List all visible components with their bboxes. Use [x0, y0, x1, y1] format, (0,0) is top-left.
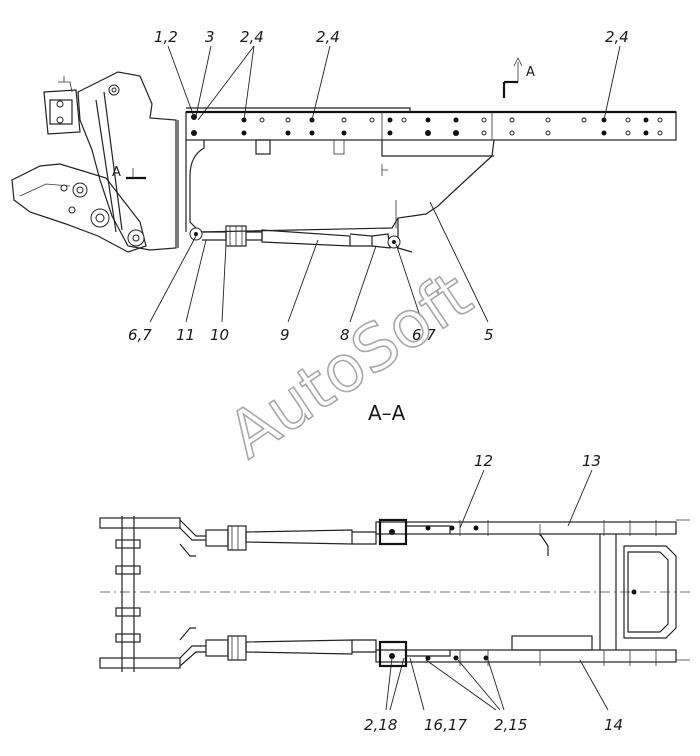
label-2-18: 2,18: [364, 716, 397, 734]
label-2-4-a: 2,4: [240, 28, 264, 46]
top-view-position-labels: 1,2 3 2,4 2,4 2,4 6,7 11 10 9 8 6,7 5: [128, 28, 629, 344]
label-2-4-b: 2,4: [316, 28, 340, 46]
section-view-position-labels: 12 13 2,18 16,17 2,15 14: [364, 452, 623, 734]
label-2-4-c: 2,4: [605, 28, 629, 46]
label-1-2: 1,2: [154, 28, 178, 46]
label-2-15: 2,15: [494, 716, 527, 734]
label-6-7-a: 6,7: [128, 326, 152, 344]
beam-bolt-holes: [191, 114, 663, 136]
section-title: A–A: [368, 401, 406, 425]
section-cut-marks: A A: [112, 57, 535, 180]
label-14: 14: [604, 716, 623, 734]
section-mark-letter-left: A: [112, 165, 121, 180]
label-16-17: 16,17: [424, 716, 467, 734]
main-frame-side-beam: [177, 107, 677, 253]
front-hitch-assembly: [11, 71, 177, 253]
section-view-assembly: [99, 516, 690, 672]
top-view-leader-lines: [149, 45, 621, 323]
label-3: 3: [205, 28, 215, 46]
label-5: 5: [484, 326, 494, 344]
label-11: 11: [176, 326, 195, 344]
section-mark-letter-right: A: [526, 65, 535, 80]
label-9: 9: [280, 326, 290, 344]
label-10: 10: [210, 326, 229, 344]
watermark-text: AutoSoft: [216, 258, 485, 473]
section-view-leader-lines: [385, 469, 609, 711]
label-13: 13: [582, 452, 601, 470]
label-12: 12: [474, 452, 493, 470]
adjusting-rod-assembly: [189, 225, 401, 249]
label-6-7-b: 6,7: [412, 326, 436, 344]
label-8: 8: [340, 326, 350, 344]
